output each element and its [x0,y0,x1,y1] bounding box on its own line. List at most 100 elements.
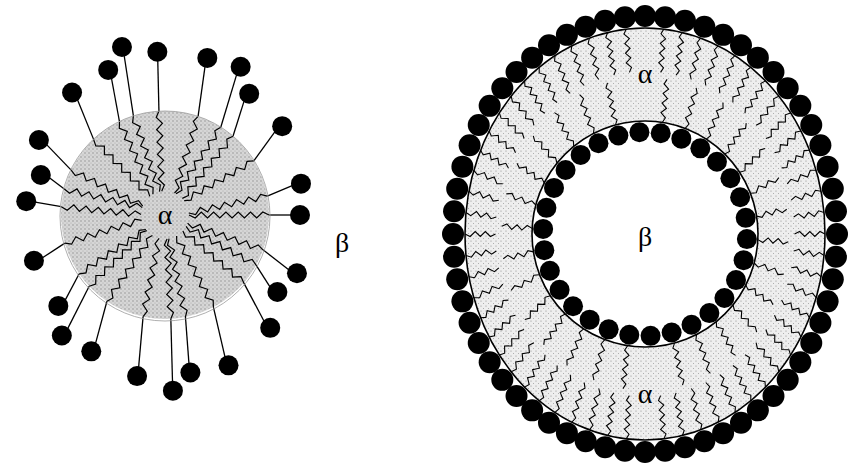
lipid-head [536,198,556,218]
lipid-head [468,114,490,136]
lipid-tail [489,131,515,153]
lipid-tail [766,113,791,139]
lipid-head [730,187,750,207]
lipid-stem [198,67,205,117]
lipid-head [459,312,481,334]
lipid-tail [184,161,254,201]
lipid-tail [511,343,534,372]
lipid-tail [539,67,557,102]
lipid-head [491,369,513,391]
lipid-head [534,240,554,260]
lipid-stem [47,145,72,171]
lipid-head [720,168,740,188]
lipid-head [290,205,310,225]
lipid-tail [465,232,496,237]
lipid-head [563,296,583,316]
lipid-tail [725,123,747,154]
lipid-stem [171,319,173,382]
lipid-head [825,246,847,268]
lipid-tail [481,300,509,318]
lipid-head [468,332,490,354]
lipid-tail [186,226,256,265]
lipid-head [98,60,118,80]
lipid-tail [787,170,816,184]
lipid-head [81,341,101,361]
lipid-head [614,440,636,462]
lipid-tail [733,67,751,102]
lipid-tail [188,223,263,250]
lipid-tail [745,355,765,387]
lipid-tail [775,131,801,153]
lipid-tail [606,83,617,125]
lipid-head [800,332,822,354]
lipid-head [575,430,597,452]
lipid-tail [740,149,766,173]
lipid-tail [621,346,629,389]
lipid-tail [469,268,499,278]
lipid-head [674,436,696,458]
lipid-head [699,303,719,323]
lipid-head [31,165,51,185]
bilayer-region [465,28,825,440]
lipid-head [599,319,619,339]
lipid-tail [183,231,244,283]
lipid-tail [567,329,584,366]
lipid-stem [68,286,89,328]
lipid-tail [71,170,143,206]
lipid-head [674,10,696,32]
lipid-head [442,223,464,245]
lipid-head [594,436,616,458]
lipid-tail [555,375,571,413]
lipid-tail [795,232,826,237]
lipid-tail [775,315,801,337]
lipid-tail [733,366,751,401]
lipid-tail [511,96,534,125]
lipid-tail [705,46,718,86]
phase-symbol: β [335,229,349,257]
lipid-tail [555,56,571,94]
lipid-stem [124,56,133,116]
lipid-head [231,57,251,77]
lipid-stem [213,307,225,357]
lipid-tail [791,267,821,277]
lipid-head [291,174,311,194]
lipid-head [239,84,259,104]
lipid-head [682,315,702,335]
lipid-head [800,114,822,136]
lipid-stem [233,101,244,136]
lipid-tail [719,56,735,94]
lipid-tail [489,315,515,337]
lipid-head [575,16,597,38]
lipid-head [446,178,468,200]
lipid-head [287,263,307,283]
lipid-tail [79,230,146,274]
lipid-tail [745,81,765,113]
lipid-head [714,288,734,308]
lipid-head [24,251,44,271]
lipid-tail [750,178,778,194]
lipid-tail [189,212,269,218]
lipid-head [62,82,82,102]
lipid-tail [119,122,153,195]
lipid-stem [77,100,93,140]
lipid-tail [659,29,666,72]
lipid-head [634,5,656,27]
lipid-tail [571,46,584,86]
lipid-tail [794,249,824,256]
lipid-head [789,351,811,373]
lipid-head [443,246,465,268]
outline-shape [465,28,825,440]
lipid-head [180,363,200,383]
lipid-tail [746,285,773,305]
lipid-head [112,37,132,57]
lipid-head [809,134,831,156]
lipid-head [556,160,576,180]
lipid-head [16,191,36,211]
lipid-tail [143,238,160,316]
lipid-head [736,208,756,228]
lipid-head [594,10,616,32]
lipid-tail [474,170,503,184]
lipid-head [451,290,473,312]
phase-symbol: α [638,60,653,88]
